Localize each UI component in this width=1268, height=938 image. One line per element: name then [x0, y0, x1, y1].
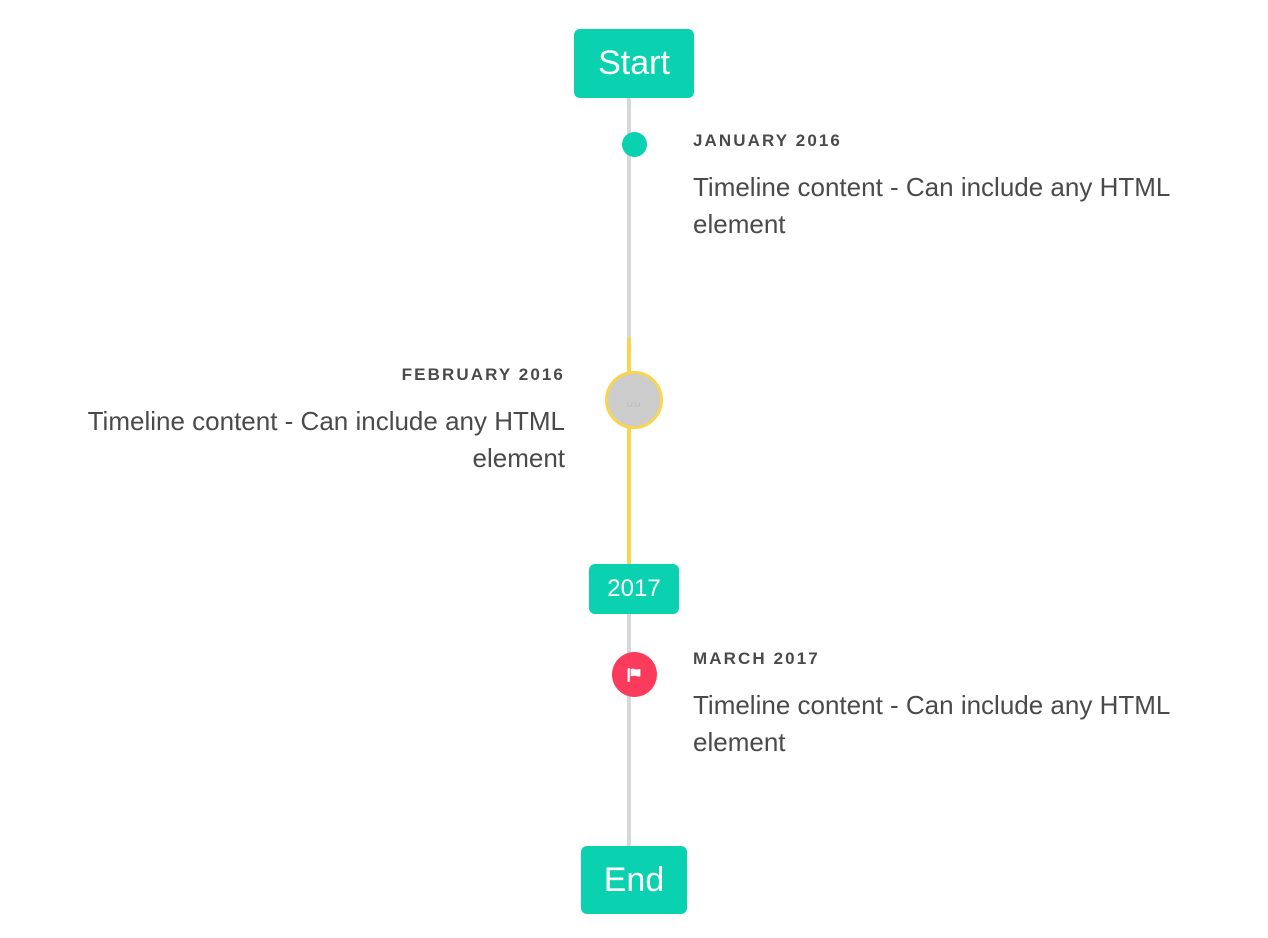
- timeline-entry-body: Timeline content - Can include any HTML …: [87, 405, 565, 473]
- timeline-entry-date: JANUARY 2016: [693, 131, 842, 150]
- missing-glyph-icon: ␣␣: [626, 393, 642, 407]
- timeline-line-segment-top: [627, 92, 631, 338]
- timeline-year-label: 2017: [607, 575, 661, 602]
- timeline-entry-january-2016: JANUARY 2016 Timeline content - Can incl…: [693, 131, 1221, 243]
- timeline-marker-flag-march[interactable]: [611, 652, 657, 697]
- timeline-entry-date: MARCH 2017: [693, 649, 820, 668]
- timeline-start-label: Start: [598, 44, 670, 82]
- timeline-marker-missing-glyph-february[interactable]: ␣␣: [605, 371, 663, 429]
- flag-icon: [623, 664, 645, 686]
- timeline-entry-body: Timeline content - Can include any HTML …: [693, 171, 1170, 239]
- timeline-end-badge[interactable]: End: [581, 846, 687, 914]
- timeline-start-badge[interactable]: Start: [574, 29, 694, 98]
- timeline-entry-march-2017: MARCH 2017 Timeline content - Can includ…: [693, 649, 1221, 761]
- timeline-entry-date: FEBRUARY 2016: [401, 365, 565, 384]
- timeline-marker-dot-january[interactable]: [621, 132, 647, 157]
- timeline-line-segment-highlighted: [627, 337, 631, 569]
- timeline-end-label: End: [603, 860, 665, 899]
- timeline-entry-february-2016: FEBRUARY 2016 Timeline content - Can inc…: [37, 365, 565, 477]
- timeline-year-badge-2017[interactable]: 2017: [589, 564, 679, 614]
- timeline-line-segment-bottom: [627, 612, 631, 850]
- timeline-entry-body: Timeline content - Can include any HTML …: [693, 689, 1170, 757]
